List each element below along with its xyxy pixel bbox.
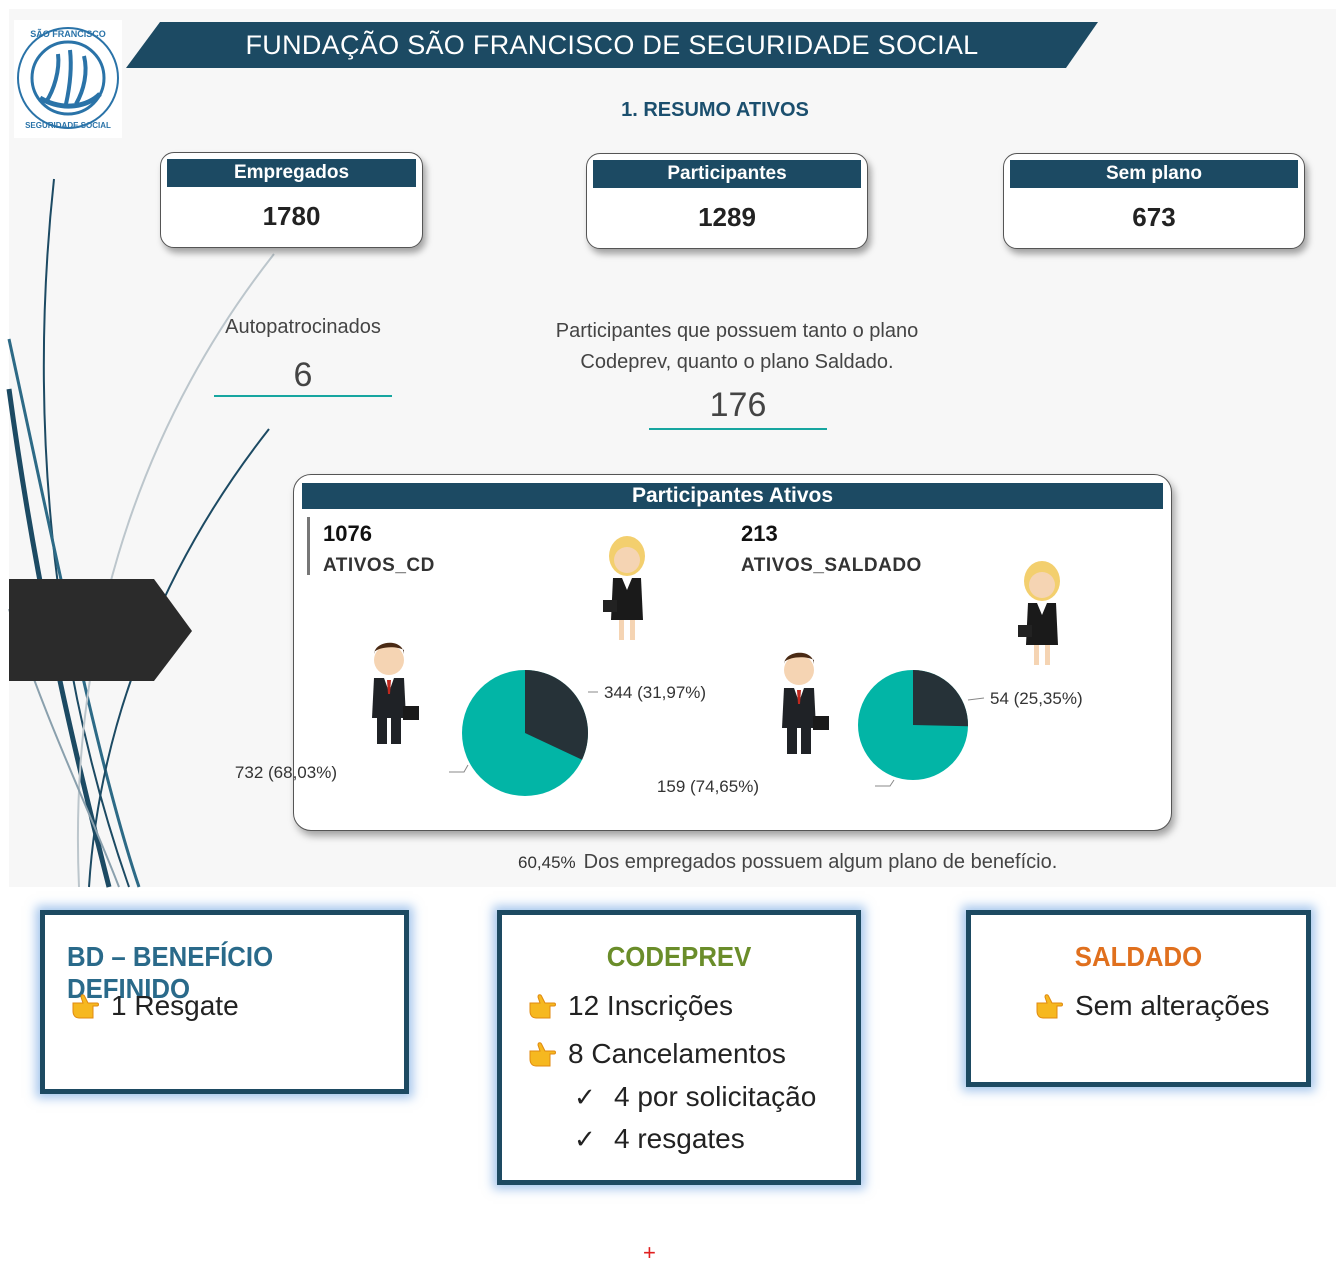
- bd-title: BD – BENEFÍCIO DEFINIDO: [67, 941, 274, 1004]
- pie-leader-line: [449, 764, 469, 773]
- autopatrocinados-value: 6: [293, 356, 313, 394]
- bd-item-text: 1 Resgate: [111, 990, 239, 1021]
- footer-mark: +: [643, 1240, 656, 1265]
- kpi-label: Sem plano: [1010, 160, 1298, 188]
- pie-charts: 732 (68,03%) 344 (31,97%) 159 (74,65%) 54 (…: [235, 536, 1083, 796]
- autopatrocinados-underline: [214, 395, 392, 397]
- businesswoman-icon: [1018, 561, 1060, 665]
- codeprev-box: CODEPREV 12 Inscrições 8 Cancelamentos ✓…: [497, 910, 861, 1185]
- kpi-label: Participantes: [593, 160, 861, 188]
- ativos-saldado-label: ATIVOS_SALDADO: [741, 555, 922, 576]
- kpi-value: 673: [1132, 202, 1176, 232]
- both-plans-underline: [649, 428, 827, 430]
- section-subtitle: 1. RESUMO ATIVOS: [621, 99, 809, 121]
- codeprev-item-text: 8 Cancelamentos: [568, 1038, 786, 1069]
- codeprev-item-text: 12 Inscrições: [568, 990, 733, 1021]
- both-plans-value: 176: [709, 386, 767, 424]
- pie-data-label: 54 (25,35%): [990, 689, 1083, 708]
- pointing-hand-icon: [526, 989, 558, 1021]
- kpi-value: 1289: [698, 202, 756, 232]
- ativos-saldado-stat: 213 ATIVOS_SALDADO: [741, 521, 922, 577]
- codeprev-item-cancelamentos: 8 Cancelamentos: [526, 1037, 786, 1070]
- page-title: FUNDAÇÃO SÃO FRANCISCO DE SEGURIDADE SOC…: [245, 30, 979, 60]
- businessman-icon: [782, 652, 829, 754]
- pie-slice-dark: [913, 670, 968, 727]
- coverage-text: Dos empregados possuem algum plano de be…: [583, 851, 1058, 873]
- kpi-value: 1780: [262, 201, 321, 231]
- both-plans-label: Participantes que possuem tanto o plano …: [555, 320, 919, 373]
- ativos-saldado-value: 213: [741, 521, 778, 546]
- kpi-card-sem-plano: Sem plano 673: [1003, 153, 1305, 249]
- decorative-swoosh: [6, 178, 275, 888]
- coverage-pct: 60,45%: [518, 853, 576, 872]
- title-banner: [126, 22, 1098, 68]
- ativos-cd-stat: 1076 ATIVOS_CD: [323, 521, 435, 577]
- svg-text:SÃO FRANCISCO: SÃO FRANCISCO: [30, 29, 106, 39]
- saldado-item-text: Sem alterações: [1075, 990, 1270, 1021]
- bd-item: 1 Resgate: [69, 989, 239, 1022]
- saldado-item: Sem alterações: [1033, 989, 1270, 1022]
- kpi-card-participantes: Participantes 1289: [586, 153, 868, 249]
- pie-data-label: 344 (31,97%): [604, 683, 706, 702]
- saldado-title: SALDADO: [1074, 941, 1203, 972]
- codeprev-subitem-solicitacao: ✓ 4 por solicitação: [574, 1081, 816, 1113]
- participantes-ativos-card: Participantes Ativos 1076 ATIVOS_CD 213 …: [235, 474, 1172, 831]
- ativos-cd-value: 1076: [323, 521, 372, 546]
- kpi-card-empregados: Empregados 1780: [160, 152, 423, 248]
- participantes-ativos-title: Participantes Ativos: [302, 483, 1163, 509]
- foundation-logo: SÃO FRANCISCO SEGURIDADE SOCIAL: [14, 20, 122, 138]
- svg-text:SEGURIDADE SOCIAL: SEGURIDADE SOCIAL: [25, 121, 111, 130]
- checkmark-icon: ✓: [574, 1124, 596, 1154]
- pointing-hand-icon: [69, 989, 101, 1021]
- pointing-hand-icon: [526, 1037, 558, 1069]
- codeprev-title: CODEPREV: [606, 941, 752, 972]
- pie-slice-dark: [525, 670, 588, 760]
- checkmark-icon: ✓: [574, 1082, 596, 1112]
- autopatrocinados-label: Autopatrocinados: [225, 316, 381, 338]
- codeprev-subitem-text: 4 resgates: [614, 1123, 745, 1154]
- kpi-label: Empregados: [167, 159, 416, 187]
- stat-divider: [307, 517, 310, 575]
- bd-box: BD – BENEFÍCIO DEFINIDO 1 Resgate: [40, 910, 409, 1094]
- saldado-box: SALDADO Sem alterações: [966, 910, 1311, 1087]
- pie-leader-line: [875, 779, 895, 787]
- businesswoman-icon: [603, 536, 645, 640]
- ativos-cd-label: ATIVOS_CD: [323, 555, 435, 576]
- pie-data-label: 159 (74,65%): [657, 777, 759, 796]
- coverage-note: 60,45% Dos empregados possuem algum plano…: [518, 851, 1057, 874]
- businessman-icon: [372, 642, 419, 744]
- codeprev-subitem-resgates: ✓ 4 resgates: [574, 1123, 745, 1155]
- codeprev-item-inscricoes: 12 Inscrições: [526, 989, 733, 1022]
- codeprev-subitem-text: 4 por solicitação: [614, 1081, 817, 1112]
- pie-data-label: 732 (68,03%): [235, 763, 337, 782]
- pie-leader-line: [967, 697, 985, 701]
- pointing-hand-icon: [1033, 989, 1065, 1021]
